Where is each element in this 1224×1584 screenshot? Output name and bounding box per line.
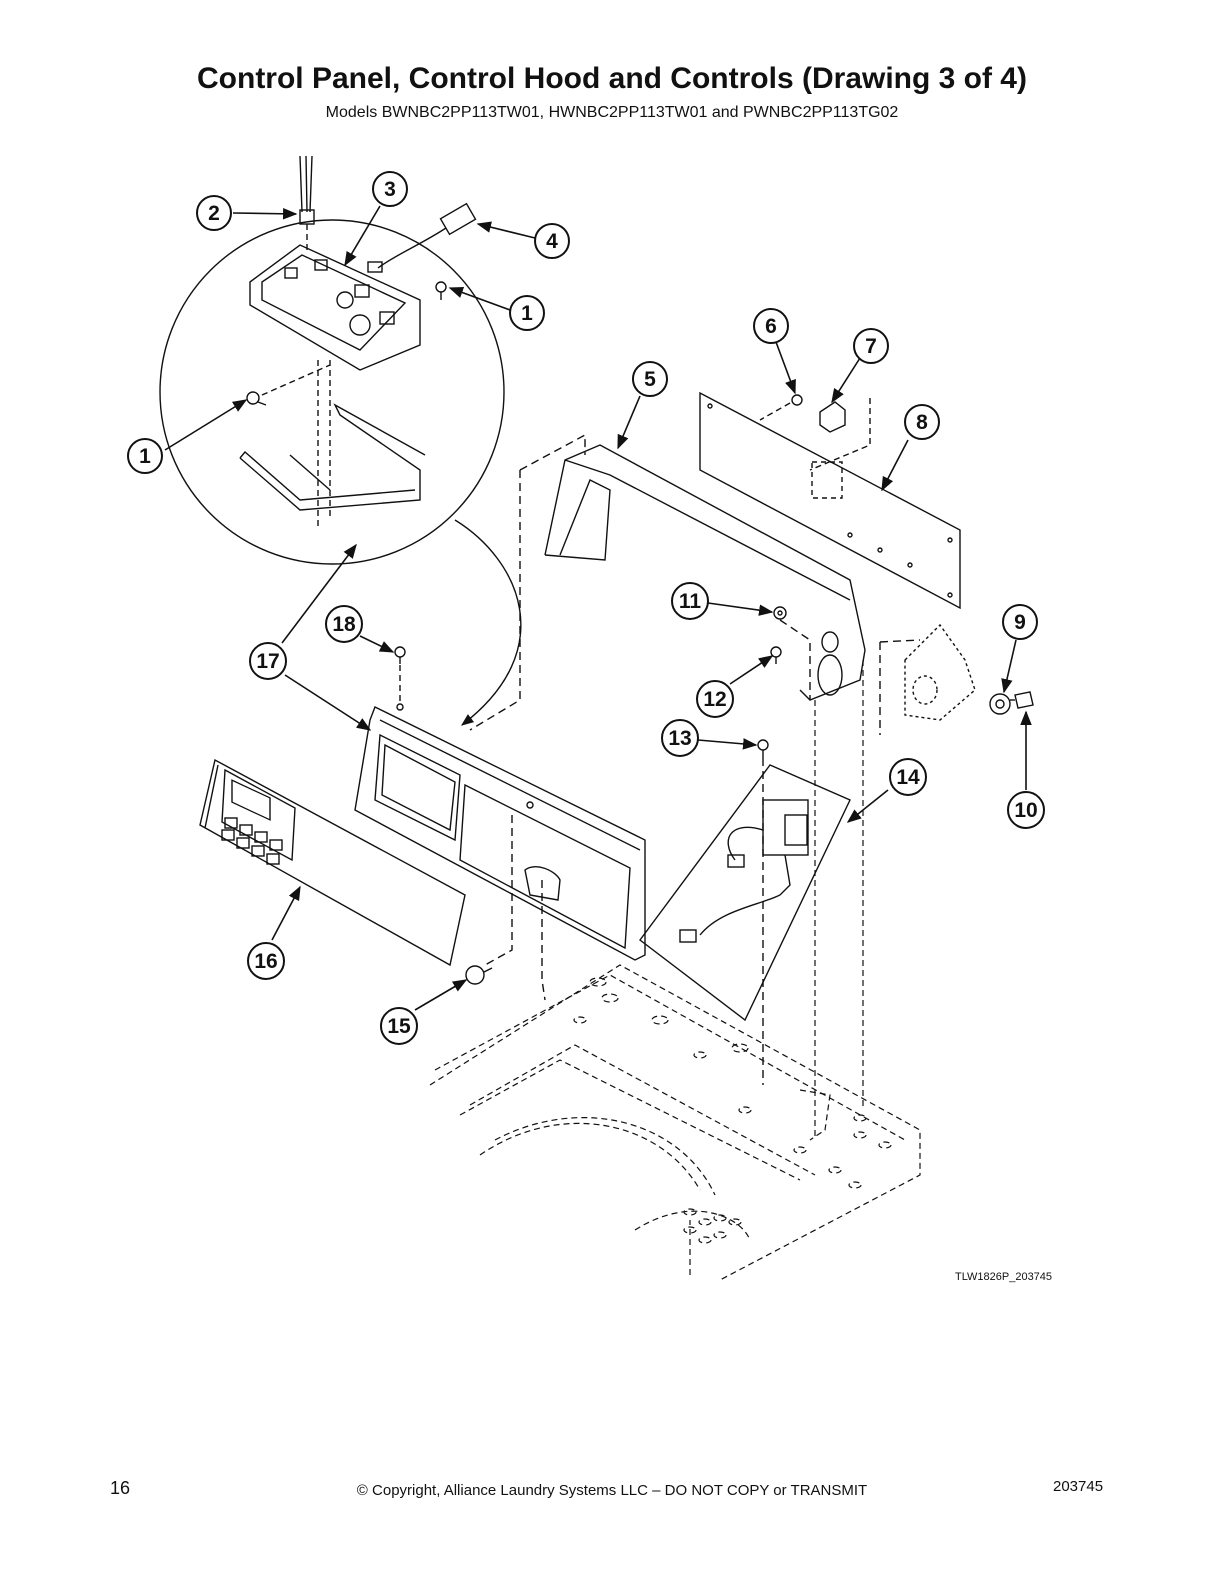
callout-label: 1 <box>521 302 533 325</box>
callout-15[interactable]: 15 <box>380 1007 418 1045</box>
callout-4[interactable]: 4 <box>534 223 570 259</box>
page-subtitle: Models BWNBC2PP113TW01, HWNBC2PP113TW01 … <box>325 104 899 121</box>
callout-label: 12 <box>703 688 726 711</box>
callout-label: 1 <box>139 445 151 468</box>
detail-circle <box>159 219 505 565</box>
callout-label: 14 <box>896 766 920 789</box>
detail-connector-curve <box>454 519 522 726</box>
callout-label: 8 <box>916 411 928 434</box>
screw-10 <box>1010 691 1034 709</box>
transformer-kit <box>639 764 851 1022</box>
callout-label: 11 <box>679 590 702 613</box>
callout-1-right[interactable]: 1 <box>509 295 545 331</box>
callout-9[interactable]: 9 <box>1002 604 1038 640</box>
callout-3[interactable]: 3 <box>372 171 408 207</box>
cabinet-top <box>429 660 921 1281</box>
clip-7 <box>809 398 871 471</box>
callout-label: 2 <box>208 202 220 225</box>
page-number: 16 <box>110 1478 131 1498</box>
callout-label: 13 <box>668 727 691 750</box>
screw-upper <box>435 281 447 300</box>
callout-label: 7 <box>865 335 877 358</box>
document-number: 203745 <box>1053 1478 1104 1495</box>
knob-9 <box>989 693 1011 715</box>
callout-18[interactable]: 18 <box>325 605 363 643</box>
callout-2[interactable]: 2 <box>196 195 232 231</box>
callout-1-left[interactable]: 1 <box>127 438 163 474</box>
callout-10[interactable]: 10 <box>1007 791 1045 829</box>
callout-14[interactable]: 14 <box>889 758 927 796</box>
callout-11[interactable]: 11 <box>671 582 709 620</box>
callout-label: 10 <box>1014 799 1037 822</box>
mounting-bracket <box>239 360 426 530</box>
control-overlay <box>199 758 466 967</box>
callout-label: 5 <box>644 368 656 391</box>
control-board <box>249 244 421 371</box>
callout-8[interactable]: 8 <box>904 404 940 440</box>
copyright-notice: © Copyright, Alliance Laundry Systems LL… <box>356 1482 868 1499</box>
wire-harness <box>299 155 315 250</box>
callout-12[interactable]: 12 <box>696 680 734 718</box>
front-control-panel <box>354 703 646 961</box>
callout-17[interactable]: 17 <box>249 642 287 680</box>
leader-lines <box>164 205 1032 1011</box>
page-title: Control Panel, Control Hood and Controls… <box>197 62 1027 95</box>
nut-11 <box>773 606 787 620</box>
callout-label: 18 <box>332 613 356 636</box>
callout-label: 4 <box>546 230 558 253</box>
callout-13[interactable]: 13 <box>661 719 699 757</box>
callout-16[interactable]: 16 <box>247 942 285 980</box>
knob-15 <box>465 965 493 985</box>
callout-label: 17 <box>256 650 279 673</box>
callout-5[interactable]: 5 <box>632 361 668 397</box>
drawing-id: TLW1826P_203745 <box>955 1271 1053 1283</box>
callout-label: 3 <box>384 178 396 201</box>
callout-label: 9 <box>1014 611 1026 634</box>
callouts: 1 1 2 3 4 5 6 7 8 9 10 11 12 13 14 15 16… <box>127 171 1045 1045</box>
screw-18 <box>394 646 406 664</box>
control-hood <box>469 433 866 731</box>
pulley-bracket <box>904 623 976 721</box>
cable-connector <box>367 202 477 273</box>
callout-6[interactable]: 6 <box>753 308 789 344</box>
rear-plate <box>699 391 961 610</box>
screw-12 <box>770 646 782 664</box>
screw-13 <box>757 739 769 758</box>
callout-label: 6 <box>765 315 777 338</box>
callout-label: 16 <box>254 950 277 973</box>
callout-7[interactable]: 7 <box>853 328 889 364</box>
callout-label: 15 <box>387 1015 411 1038</box>
screw-6 <box>759 394 803 421</box>
